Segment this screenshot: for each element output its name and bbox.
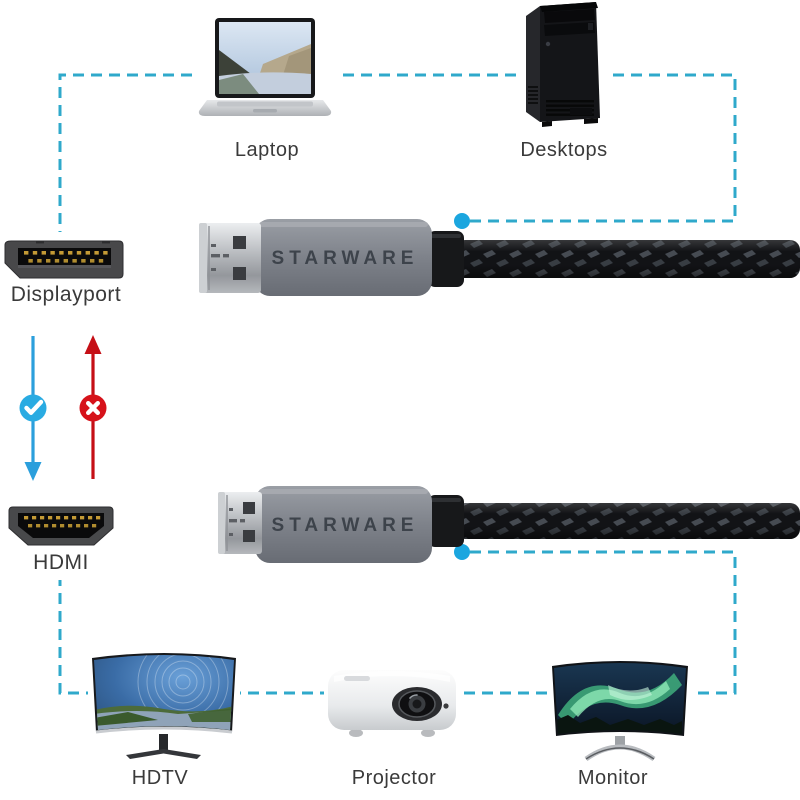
monitor-label: Monitor [577,767,649,789]
dp-cable-image: STARWARE [195,210,800,305]
hdmi-cable-end-dot-icon [454,544,470,560]
hdtv-icon [92,653,236,759]
monitor-image [548,655,692,765]
monitor-icon [552,661,688,762]
dp-cable-end-dot-icon [454,213,470,229]
desktop-image [518,0,608,132]
hdmi-connector-image [6,504,116,548]
hdmi-label: HDMI [33,551,89,574]
dp-connection-dashed-line [58,73,737,232]
direction-denied-arrow [79,335,107,479]
direction-allowed-arrow [19,336,47,481]
displayport-icon [4,240,124,279]
cross-icon [85,401,101,415]
check-icon [24,399,44,415]
laptop-label: Laptop [234,139,300,161]
desktops-label: Desktops [520,139,608,161]
desktop-tower-icon [526,2,600,127]
hdmi-cable-illustration: STARWARE [218,486,800,563]
dp-cable-brand-text: STARWARE [272,248,419,269]
hdmi-icon [8,506,114,546]
laptop-icon [198,18,332,116]
displayport-label: Displayport [10,283,122,306]
laptop-image [193,16,337,120]
hdmi-cable-image: STARWARE [195,478,800,573]
hdmi-cable-brand-text: STARWARE [272,515,419,536]
displayport-connector-image [2,237,128,281]
hdtv-image [88,648,240,764]
projector-image [324,664,462,744]
projector-icon [328,670,456,737]
hdmi-connection-dashed-line [58,550,737,695]
projector-label: Projector [351,767,437,789]
dp-cable-illustration: STARWARE [199,219,800,296]
hdtv-label: HDTV [131,767,189,789]
